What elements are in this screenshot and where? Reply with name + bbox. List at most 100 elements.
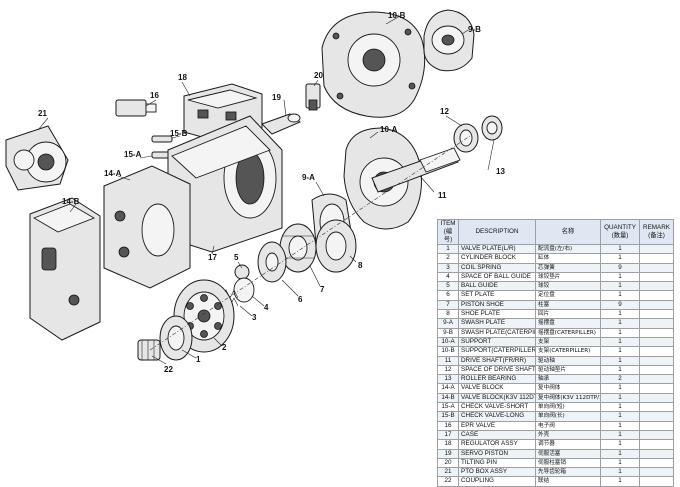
part-11-drive-shaft bbox=[371, 147, 461, 193]
callout-1: 1 bbox=[196, 355, 201, 364]
cell-quantity: 1 bbox=[600, 271, 640, 283]
cell-chinese: 球铰垫片 bbox=[535, 271, 601, 283]
cell-chinese: 支架 bbox=[535, 336, 601, 348]
cell-remark bbox=[639, 262, 674, 273]
callout-8: 8 bbox=[358, 261, 363, 270]
cell-chinese: 复中阀体 bbox=[535, 383, 601, 394]
cell-quantity: 1 bbox=[600, 253, 640, 264]
cell-remark bbox=[639, 476, 674, 487]
cell-quantity: 1 bbox=[600, 476, 640, 487]
cell-item: 7 bbox=[437, 299, 459, 311]
cell-remark bbox=[639, 467, 674, 478]
cell-remark bbox=[639, 318, 674, 329]
cell-remark bbox=[639, 327, 674, 338]
cell-quantity: 1 bbox=[600, 467, 640, 478]
header-remark: REMARK (备注) bbox=[639, 219, 674, 245]
cell-description: SPACE OF BALL GUIDE bbox=[458, 271, 536, 283]
cell-chinese: 支架(CATERPILLER) bbox=[535, 346, 601, 357]
cell-quantity: 9 bbox=[600, 262, 640, 273]
cell-description: SERVO PISTON bbox=[458, 448, 536, 459]
cell-description: CYLINDER BLOCK bbox=[458, 253, 536, 264]
part-8-shoe-plate bbox=[315, 219, 357, 273]
cell-remark bbox=[639, 271, 674, 283]
cell-item: 16 bbox=[437, 420, 459, 431]
cell-chinese: 单向阀(短) bbox=[535, 402, 601, 413]
cell-item: 9-A bbox=[437, 318, 459, 329]
cell-description: ROLLER BEARING bbox=[458, 374, 536, 385]
cell-chinese: 伺服活塞 bbox=[535, 448, 601, 459]
cell-description: BALL GUIDE bbox=[458, 281, 536, 292]
cell-remark bbox=[639, 253, 674, 264]
cell-quantity: 1 bbox=[600, 429, 640, 441]
callout-7: 7 bbox=[320, 285, 325, 294]
cell-quantity: 1 bbox=[600, 383, 640, 394]
cell-quantity: 1 bbox=[600, 448, 640, 459]
cell-chinese: 定位盘 bbox=[535, 290, 601, 301]
cell-description: TILTING PIN bbox=[458, 457, 536, 469]
cell-remark bbox=[639, 336, 674, 348]
cell-description: CASE bbox=[458, 429, 536, 441]
callout-11: 11 bbox=[438, 191, 447, 200]
cell-remark bbox=[639, 420, 674, 431]
callout-21: 21 bbox=[38, 109, 47, 118]
cell-quantity: 1 bbox=[600, 346, 640, 357]
cell-description: SHOE PLATE bbox=[458, 309, 536, 320]
cell-chinese: 芯弹簧 bbox=[535, 262, 601, 273]
cell-description: SWASH PLATE(CATERPILLER) bbox=[458, 327, 536, 338]
cell-chinese: 球铰 bbox=[535, 281, 601, 292]
cell-item: 9-B bbox=[437, 327, 459, 338]
cell-quantity: 1 bbox=[600, 457, 640, 469]
cell-quantity: 1 bbox=[600, 420, 640, 431]
cell-item: 10-B bbox=[437, 346, 459, 357]
cell-quantity: 1 bbox=[600, 439, 640, 450]
cell-chinese: 驱动轴 bbox=[535, 355, 601, 366]
cell-chinese: 配流盘(左/右) bbox=[535, 243, 601, 255]
part-14a-valve-block bbox=[103, 165, 191, 289]
callout-3: 3 bbox=[252, 313, 257, 322]
leader-lines bbox=[37, 15, 495, 365]
cell-remark bbox=[639, 290, 674, 301]
cell-chinese: 柱塞 bbox=[535, 299, 601, 311]
callout-9-a: 9-A bbox=[302, 173, 315, 182]
cell-item: 3 bbox=[437, 262, 459, 273]
callout-14-a: 14-A bbox=[104, 169, 122, 178]
cell-description: SUPPORT(CATERPILLER) bbox=[458, 346, 536, 357]
cell-description: CHECK VALVE-LONG bbox=[458, 411, 536, 422]
callout-10-a: 10-A bbox=[380, 125, 398, 134]
cell-item: 15-A bbox=[437, 402, 459, 413]
cell-remark bbox=[639, 374, 674, 385]
cell-chinese: 缸体 bbox=[535, 253, 601, 264]
callout-19: 19 bbox=[272, 93, 281, 102]
exploded-pump-drawing: 10-B 9-B 18 20 16 19 21 15-B 15-A 12 10-… bbox=[5, 9, 505, 374]
cell-item: 1 bbox=[437, 243, 459, 255]
cell-remark bbox=[639, 402, 674, 413]
cell-remark bbox=[639, 411, 674, 422]
callout-22: 22 bbox=[164, 365, 173, 374]
cell-description: REGULATOR ASSY bbox=[458, 439, 536, 450]
cell-description: COUPLING bbox=[458, 476, 536, 487]
callout-16: 16 bbox=[150, 91, 159, 100]
callout-5: 5 bbox=[234, 253, 239, 262]
callout-18: 18 bbox=[178, 73, 187, 82]
cell-item: 20 bbox=[437, 457, 459, 469]
part-12-13-bearing bbox=[453, 115, 503, 153]
cell-item: 15-B bbox=[437, 411, 459, 422]
cell-quantity: 1 bbox=[600, 392, 640, 404]
cell-remark bbox=[639, 281, 674, 292]
callout-14-b: 14-B bbox=[62, 197, 80, 206]
cell-chinese: 电子阀 bbox=[535, 420, 601, 431]
cell-remark bbox=[639, 383, 674, 394]
